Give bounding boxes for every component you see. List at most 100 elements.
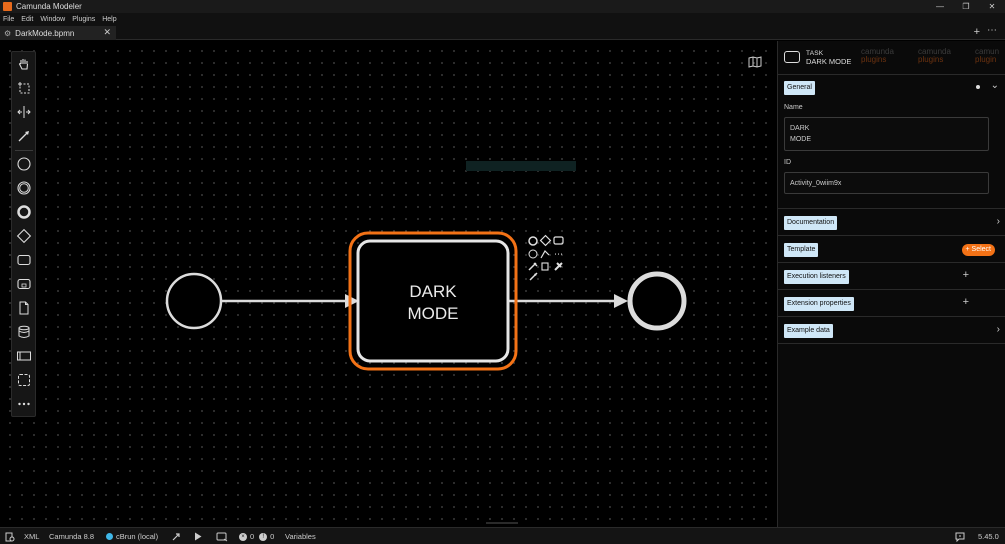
id-label: ID xyxy=(784,159,791,166)
task-label-line-1: DARK xyxy=(409,282,457,301)
chevron-right-icon[interactable]: › xyxy=(996,324,1000,335)
play-mode-icon[interactable] xyxy=(216,531,228,542)
example-data-header[interactable]: Example data xyxy=(784,324,833,338)
file-settings-icon[interactable] xyxy=(5,531,15,542)
menu-edit[interactable]: Edit xyxy=(21,16,34,23)
minimize-button[interactable]: — xyxy=(936,2,944,11)
palette-separator xyxy=(15,150,33,151)
delete-icon[interactable] xyxy=(541,262,549,271)
map-icon xyxy=(748,56,762,68)
tab-bar: ⚙ DarkMode.bpmn ✕ + ⋯ xyxy=(0,25,1005,40)
more-icon[interactable] xyxy=(14,394,34,414)
template-header[interactable]: Template xyxy=(784,243,819,257)
menu-file[interactable]: File xyxy=(3,16,15,23)
tab-darkmode-bpmn[interactable]: ⚙ DarkMode.bpmn ✕ xyxy=(0,26,116,40)
warning-icon: ! xyxy=(259,532,268,541)
arrowhead-2 xyxy=(614,294,628,308)
name-value-line-1: DARK xyxy=(790,125,810,132)
engine-version[interactable]: Camunda 8.8 xyxy=(49,532,95,541)
end-event[interactable] xyxy=(627,271,687,331)
title-bar: Camunda Modeler — ❐ ✕ xyxy=(0,0,1005,13)
task-icon xyxy=(784,51,800,63)
extension-properties-section[interactable]: Extension properties + xyxy=(778,290,1005,317)
name-field[interactable]: DARK MODE xyxy=(784,117,989,151)
participant-icon[interactable] xyxy=(14,346,34,366)
chevron-right-icon[interactable]: › xyxy=(996,216,1000,227)
more-icon[interactable]: ⋯ xyxy=(987,25,997,36)
diagram-canvas[interactable]: DARK MODE ⋯ xyxy=(0,41,777,527)
menu-plugins[interactable]: Plugins xyxy=(72,16,96,23)
space-tool-icon[interactable] xyxy=(14,102,34,122)
start-event-icon[interactable] xyxy=(14,154,34,174)
close-tab-icon[interactable]: ✕ xyxy=(103,27,111,37)
subprocess-icon[interactable] xyxy=(14,274,34,294)
group-icon[interactable] xyxy=(14,370,34,390)
execution-listeners-section[interactable]: Execution listeners + xyxy=(778,263,1005,290)
example-data-section[interactable]: Example data › xyxy=(778,317,1005,344)
append-intermediate-event-icon[interactable] xyxy=(528,249,538,259)
bpmn-diagram xyxy=(165,231,687,371)
window-title: Camunda Modeler xyxy=(16,2,82,11)
append-text-annotation-icon[interactable] xyxy=(540,250,550,259)
general-section-header[interactable]: General xyxy=(784,81,815,95)
chevron-down-icon[interactable]: ⌄ xyxy=(990,80,999,91)
status-bar: XML Camunda 8.8 cBrun (local) × 0 ! 0 Va… xyxy=(0,527,1005,544)
maximize-button[interactable]: ❐ xyxy=(962,2,970,11)
element-type: TASK xyxy=(806,50,824,57)
end-event-icon[interactable] xyxy=(14,202,34,222)
task-dark-mode[interactable] xyxy=(356,239,510,363)
append-end-event-icon[interactable] xyxy=(528,236,538,246)
window-controls: — ❐ ✕ xyxy=(927,0,1005,13)
more-options-icon[interactable]: ⋯ xyxy=(554,250,563,260)
append-task-icon[interactable] xyxy=(553,236,564,245)
new-tab-button[interactable]: + xyxy=(973,26,980,38)
documentation-section[interactable]: Documentation › xyxy=(778,209,1005,236)
minimap-toggle[interactable] xyxy=(744,51,766,73)
global-connect-icon[interactable] xyxy=(14,126,34,146)
add-extension-property-icon[interactable]: + xyxy=(962,296,969,308)
id-field[interactable]: Activity_0wiim9x xyxy=(784,172,989,194)
change-type-icon[interactable] xyxy=(528,262,538,271)
plugin-logo-line: plugins xyxy=(918,55,944,64)
hand-tool-icon[interactable] xyxy=(14,54,34,74)
task-icon[interactable] xyxy=(14,250,34,270)
context-pad: ⋯ xyxy=(528,234,564,281)
data-store-icon[interactable] xyxy=(14,322,34,342)
selection-outline xyxy=(348,231,518,371)
changed-indicator xyxy=(976,85,980,89)
deploy-icon[interactable] xyxy=(171,531,181,542)
data-object-icon[interactable] xyxy=(14,298,34,318)
xml-toggle[interactable]: XML xyxy=(24,532,40,541)
menu-help[interactable]: Help xyxy=(102,16,117,23)
ghost-element xyxy=(466,161,576,171)
plugin-logo-line: plugin xyxy=(975,55,997,64)
start-event[interactable] xyxy=(165,272,223,330)
color-icon[interactable] xyxy=(554,262,563,271)
menu-bar: File Edit Window Plugins Help xyxy=(0,13,1005,26)
menu-window[interactable]: Window xyxy=(40,16,66,23)
lasso-tool-icon[interactable] xyxy=(14,78,34,98)
problems-indicator[interactable]: × 0 ! 0 xyxy=(239,531,274,542)
connection-status-icon xyxy=(106,533,113,540)
template-section[interactable]: Template + Select xyxy=(778,236,1005,263)
close-button[interactable]: ✕ xyxy=(988,2,996,11)
tab-label: DarkMode.bpmn xyxy=(15,28,75,38)
documentation-header[interactable]: Documentation xyxy=(784,216,838,230)
execution-listeners-header[interactable]: Execution listeners xyxy=(784,270,849,284)
tool-palette xyxy=(11,51,36,417)
gateway-icon[interactable] xyxy=(14,226,34,246)
cbrun-status[interactable]: cBrun (local) xyxy=(106,531,158,542)
add-execution-listener-icon[interactable]: + xyxy=(962,269,969,281)
run-icon[interactable] xyxy=(194,531,202,542)
error-count: 0 xyxy=(250,532,255,541)
append-gateway-icon[interactable] xyxy=(539,234,552,247)
panel-resize-handle[interactable] xyxy=(486,521,518,525)
camunda-logo-icon xyxy=(3,2,12,11)
feedback-icon[interactable] xyxy=(955,531,965,542)
element-name: DARK MODE xyxy=(806,57,852,66)
plugin-logo-2: camunda plugins xyxy=(918,48,951,64)
intermediate-event-icon[interactable] xyxy=(14,178,34,198)
template-select-button[interactable]: + Select xyxy=(961,244,995,256)
extension-properties-header[interactable]: Extension properties xyxy=(784,297,854,311)
variables-button[interactable]: Variables xyxy=(285,532,316,541)
